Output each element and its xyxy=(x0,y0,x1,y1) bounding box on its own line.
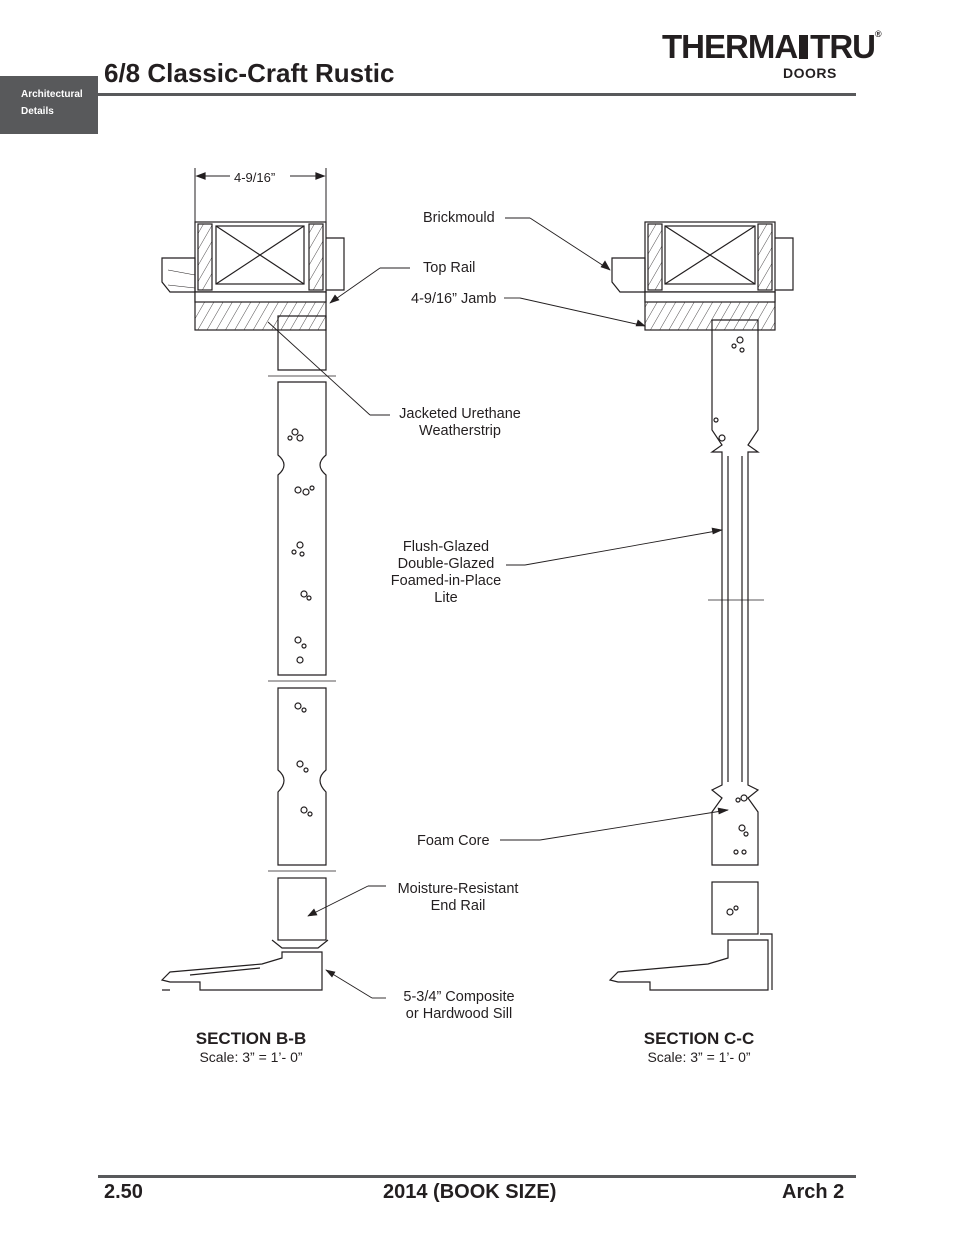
logo-separator-icon xyxy=(799,35,809,59)
callout-weatherstrip-line1: Jacketed Urethane xyxy=(399,406,521,422)
footer-page-number: 2.50 xyxy=(104,1181,143,1203)
callout-sill-line2: or Hardwood Sill xyxy=(405,1006,513,1022)
dimension-label: 4-9/16” xyxy=(234,170,276,185)
callout-lite-line3: Foamed-in-Place xyxy=(390,573,502,589)
section-b-caption: SECTION B-B Scale: 3” = 1’- 0” xyxy=(186,1029,316,1065)
section-tab-line1: Architectural xyxy=(21,89,83,100)
section-b-title: SECTION B-B xyxy=(195,1029,307,1048)
footer-rule xyxy=(98,1175,856,1178)
section-b-scale: Scale: 3” = 1’- 0” xyxy=(199,1049,303,1065)
callout-lite-line1: Flush-Glazed xyxy=(402,539,490,555)
callout-weatherstrip-line2: Weatherstrip xyxy=(419,423,501,439)
footer-edition: 2014 (BOOK SIZE) xyxy=(383,1181,557,1203)
callout-weatherstrip: Jacketed Urethane Weatherstrip xyxy=(390,406,530,440)
logo-registered: ® xyxy=(874,29,882,39)
section-tab-line2: Details xyxy=(21,106,54,117)
section-c-title: SECTION C-C xyxy=(643,1029,755,1048)
page-title: 6/8 Classic-Craft Rustic xyxy=(104,58,395,88)
callout-foam-core: Foam Core xyxy=(417,833,490,849)
logo-sub: DOORS xyxy=(783,65,837,81)
section-c-caption: SECTION C-C Scale: 3” = 1’- 0” xyxy=(634,1029,764,1065)
callout-sill-line1: 5-3/4” Composite xyxy=(403,989,515,1005)
section-tab: Architectural Details xyxy=(0,76,98,134)
callout-sill: 5-3/4” Composite or Hardwood Sill xyxy=(390,989,528,1023)
callout-end-rail-line2: End Rail xyxy=(430,898,486,914)
callout-lite-line4: Lite xyxy=(434,590,458,606)
section-c-scale: Scale: 3” = 1’- 0” xyxy=(647,1049,751,1065)
callout-brickmould: Brickmould xyxy=(423,210,495,226)
callout-end-rail-line1: Moisture-Resistant xyxy=(397,881,519,897)
callout-end-rail: Moisture-Resistant End Rail xyxy=(388,881,528,915)
footer-section: Arch 2 xyxy=(782,1181,845,1203)
callout-top-rail: Top Rail xyxy=(423,260,476,276)
callout-lite: Flush-Glazed Double-Glazed Foamed-in-Pla… xyxy=(384,539,508,607)
brand-logo: THERMA TRU® xyxy=(662,28,882,65)
logo-main: THERMA xyxy=(662,28,798,65)
callout-jamb: 4-9/16” Jamb xyxy=(411,291,497,307)
callout-lite-line2: Double-Glazed xyxy=(397,556,495,572)
header-rule xyxy=(98,93,856,96)
logo-main2: TRU xyxy=(810,28,876,65)
